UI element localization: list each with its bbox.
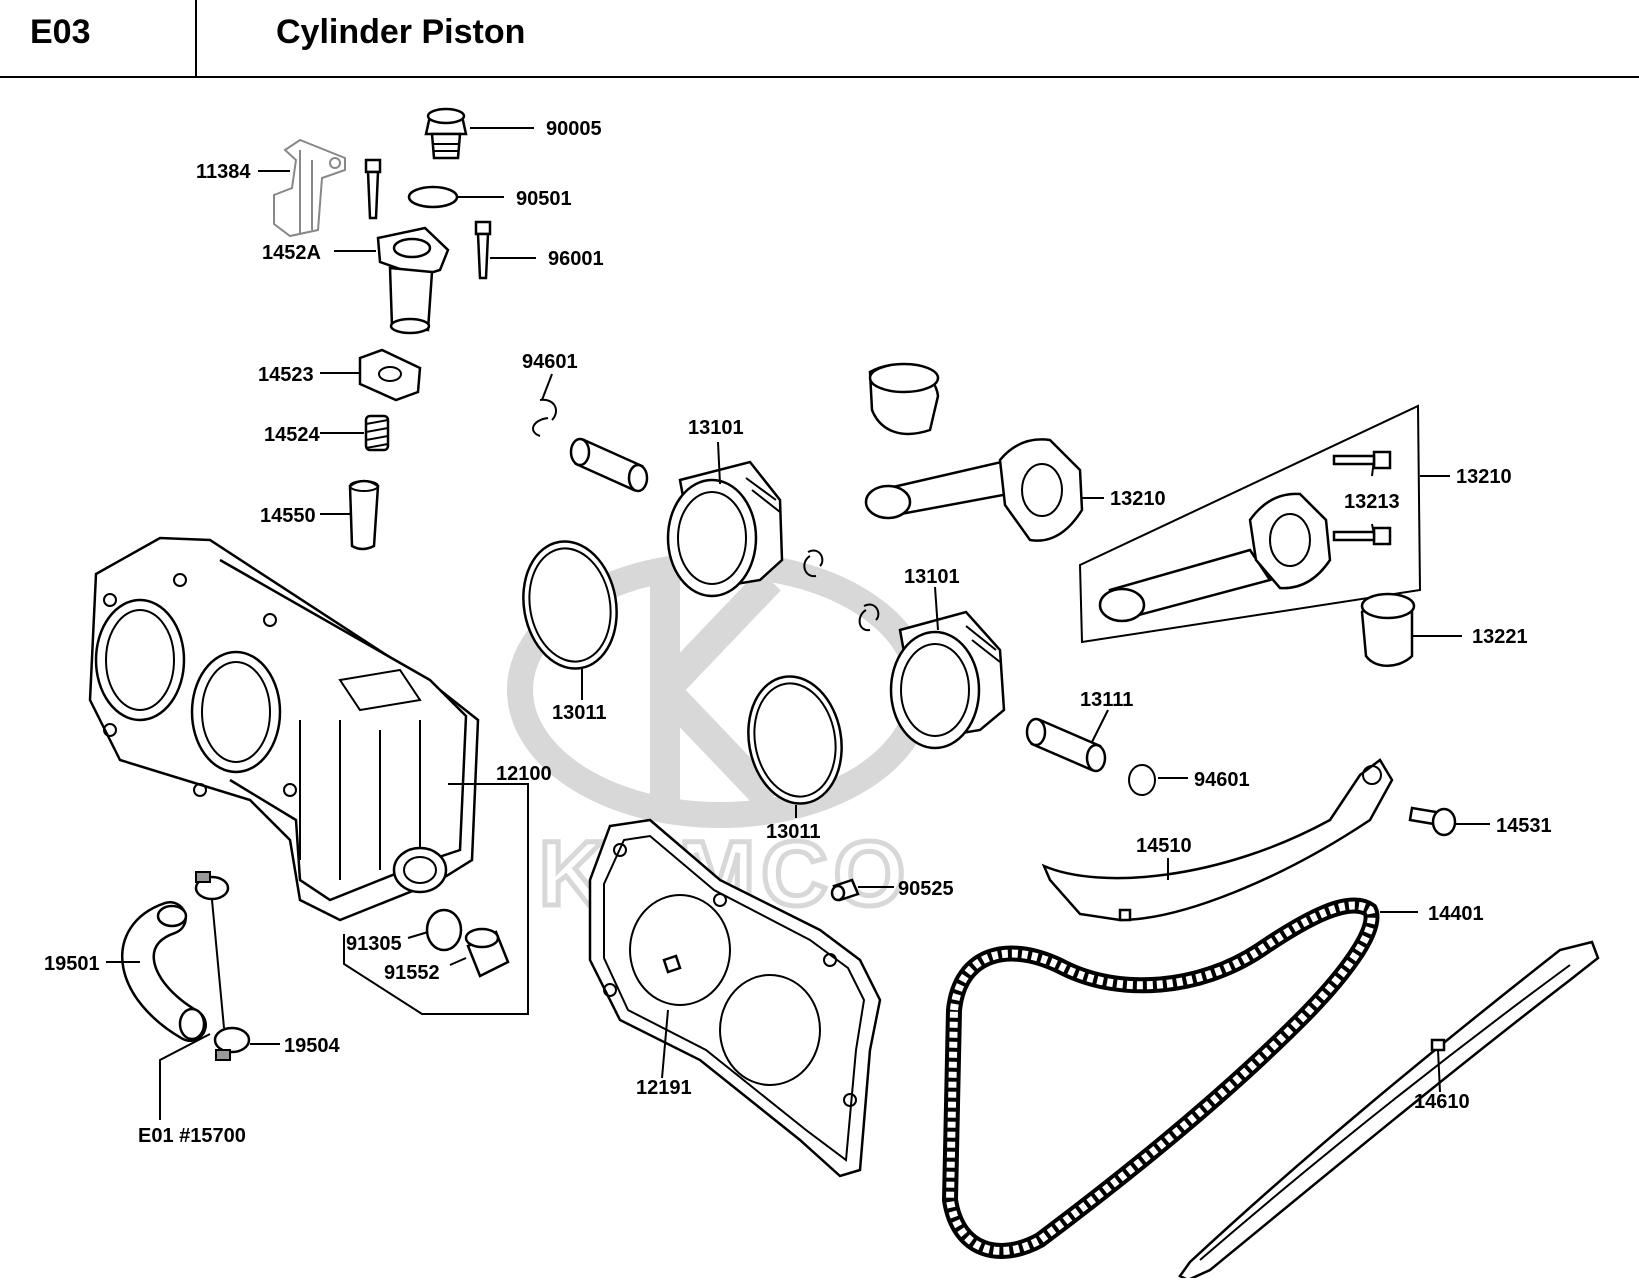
chain-tensioner-guide-part xyxy=(1041,758,1394,922)
callout-1452A: 1452A xyxy=(262,242,321,264)
callout-13213: 13213 xyxy=(1344,491,1400,513)
o-ring-part xyxy=(425,908,463,952)
part-callouts: 90005 11384 90501 1452A 96001 14523 1452… xyxy=(44,118,1552,1147)
callout-19501: 19501 xyxy=(44,953,100,975)
callout-14401: 14401 xyxy=(1428,903,1484,925)
crank-bearing-part xyxy=(1360,592,1416,667)
callout-13011-lower: 13011 xyxy=(766,821,821,843)
tensioner-rod-part xyxy=(348,479,380,551)
piston-lower-part xyxy=(889,610,1006,750)
cylinder-block-part xyxy=(88,536,480,922)
chain-guide-part xyxy=(1178,940,1600,1278)
guide-pivot-bolt-part xyxy=(1408,806,1457,837)
section-code: E03 xyxy=(0,0,197,76)
callout-13111: 13111 xyxy=(1080,689,1133,711)
circlip-lower-left-part xyxy=(858,603,880,632)
callout-13011-upper: 13011 xyxy=(552,702,607,724)
circlip-part xyxy=(803,549,824,578)
collar-part xyxy=(464,927,510,978)
tensioner-housing-part xyxy=(376,226,450,335)
callout-13210-rod: 13210 xyxy=(1110,488,1166,510)
piston-ring-set-upper-part xyxy=(522,540,618,670)
leader-lines xyxy=(106,127,1490,1120)
exploded-parts-diagram: KYMCO xyxy=(44,107,1600,1278)
cam-chain-part xyxy=(941,897,1380,1259)
callout-14531: 14531 xyxy=(1496,815,1552,837)
conrod-bearing-part xyxy=(868,362,940,436)
callout-12191: 12191 xyxy=(636,1077,692,1099)
callout-91305: 91305 xyxy=(346,933,402,955)
callout-14610: 14610 xyxy=(1414,1091,1470,1113)
conrod-assembly-outline xyxy=(1078,404,1422,644)
circlip-upper-part xyxy=(532,398,557,437)
callout-14510: 14510 xyxy=(1136,835,1192,857)
conrod-bolt-upper-part xyxy=(1332,450,1392,470)
filler-cap-part xyxy=(424,107,468,160)
cylinder-gasket-part xyxy=(588,818,882,1178)
callout-E01-15700: E01 #15700 xyxy=(138,1125,246,1147)
bolt-96001-part xyxy=(474,220,492,280)
piston-upper-part xyxy=(666,460,784,598)
piston-pin-upper-part xyxy=(569,437,649,493)
coolant-hose-part xyxy=(121,901,207,1042)
conrod-bolt-lower-part xyxy=(1332,526,1392,546)
callout-90005: 90005 xyxy=(546,118,602,140)
callout-90525: 90525 xyxy=(898,878,954,900)
hose-clamp-lower-part xyxy=(213,1026,251,1061)
callout-12100: 12100 xyxy=(496,763,552,785)
callout-91552: 91552 xyxy=(384,962,440,984)
callout-14523: 14523 xyxy=(258,364,314,386)
tensioner-gasket-part xyxy=(358,348,422,402)
callout-13101-upper: 13101 xyxy=(688,417,744,439)
page-header: E03 Cylinder Piston xyxy=(0,0,1639,78)
bolt-part xyxy=(364,158,382,220)
callout-96001: 96001 xyxy=(548,248,604,270)
callout-11384: 11384 xyxy=(196,161,251,183)
callout-14550: 14550 xyxy=(260,505,316,527)
callout-13221: 13221 xyxy=(1472,626,1528,648)
connecting-rod-part xyxy=(864,438,1084,542)
piston-ring-set-lower-part xyxy=(747,675,843,805)
callout-94601-lower: 94601 xyxy=(1194,769,1250,791)
callout-13210-assembly: 13210 xyxy=(1456,466,1512,488)
piston-pin-lower-part xyxy=(1025,717,1107,773)
spring-part xyxy=(364,414,390,452)
callout-94601-upper: 94601 xyxy=(522,351,578,373)
callout-14524: 14524 xyxy=(264,424,320,446)
washer-part xyxy=(407,185,459,209)
callout-13101-lower: 13101 xyxy=(904,566,960,588)
dowel-pin-part xyxy=(830,878,860,902)
circlip-lower-part xyxy=(1128,764,1156,796)
callout-90501: 90501 xyxy=(516,188,572,210)
conrod-assembly-part xyxy=(1098,492,1332,623)
hose-clamp-upper-part xyxy=(194,871,230,901)
page-title: Cylinder Piston xyxy=(276,13,526,51)
callout-19504: 19504 xyxy=(284,1035,340,1057)
bracket-part xyxy=(273,138,346,238)
